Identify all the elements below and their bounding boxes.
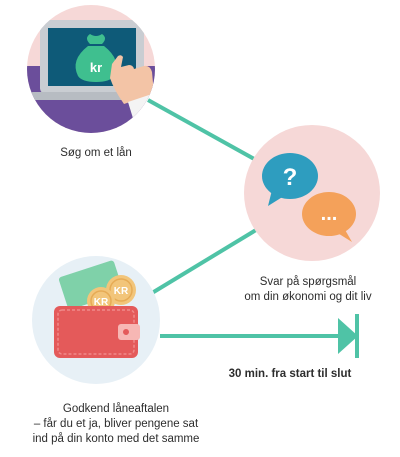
step-answer-line-2: om din økonomi og dit liv: [244, 291, 372, 303]
question-bubble-icon: ?: [262, 153, 318, 206]
step-answer-label: Svar på spørgsmål om din økonomi og dit …: [228, 275, 388, 305]
arrow-end-bar: [355, 314, 359, 358]
coin-front-label: KR: [94, 297, 109, 308]
arrow-head-icon: [338, 318, 358, 354]
step-approve-line-1: Godkend låneaftalen: [62, 403, 170, 415]
step-apply-text: Søg om et lån: [60, 147, 132, 159]
step-approve-label: Godkend låneaftalen – får du et ja, bliv…: [0, 402, 232, 447]
apply-illustration: kr: [27, 5, 155, 133]
money-bag-label: kr: [90, 60, 102, 75]
ellipsis-bubble-icon: ...: [302, 192, 356, 242]
connector-answer-to-approve: [150, 228, 258, 295]
money-bag-icon: kr: [75, 34, 117, 82]
step-answer-line-1: Svar på spørgsmål: [259, 276, 357, 288]
approve-illustration: KR KR: [32, 256, 160, 384]
answer-illustration: ? ...: [244, 125, 380, 261]
coin-back-label: KR: [114, 286, 129, 297]
step-approve-line-3: ind på din konto med det samme: [32, 433, 200, 445]
step-approve-line-2: – får du et ja, bliver pengene sat: [33, 418, 199, 430]
question-mark: ?: [283, 164, 298, 191]
connector-apply-to-answer: [147, 98, 257, 162]
wallet-icon: [54, 306, 140, 358]
answer-circle: [244, 125, 380, 261]
arrow-duration-text: 30 min. fra start til slut: [228, 368, 352, 380]
arrow-duration-label: 30 min. fra start til slut: [195, 367, 385, 382]
ellipsis: ...: [321, 203, 338, 225]
step-apply-label: Søg om et lån: [20, 146, 172, 161]
